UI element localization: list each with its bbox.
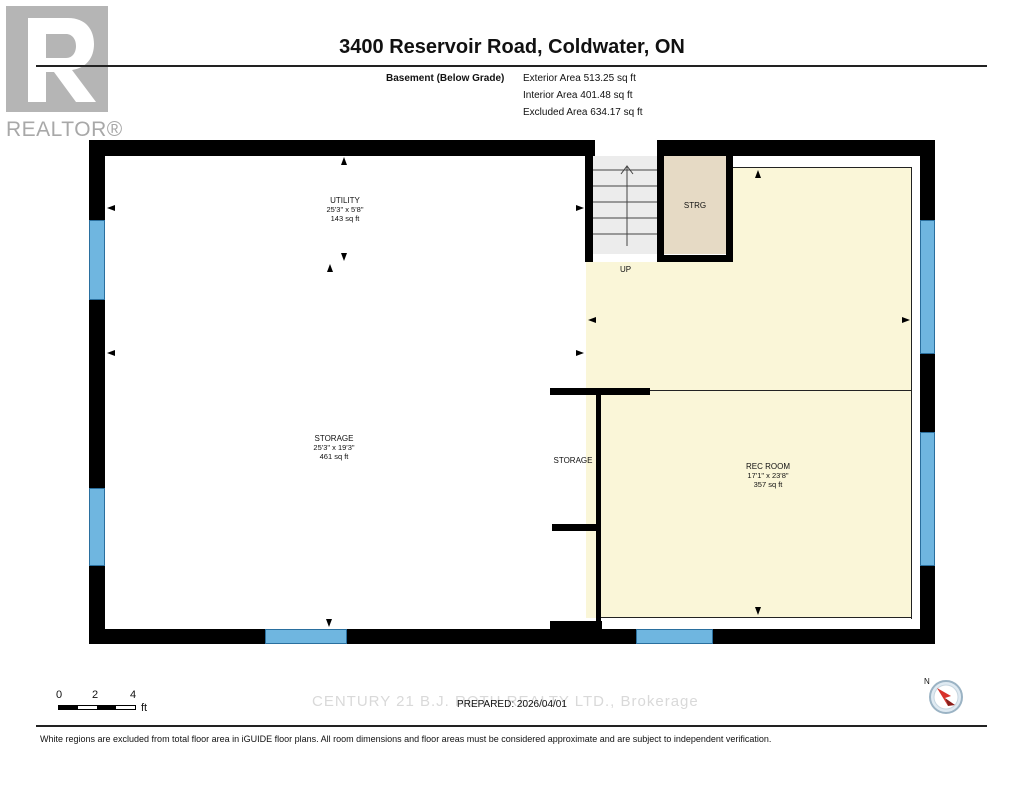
room-rec-room: REC ROOM 17'1" x 23'8" 357 sq ft [718,462,818,489]
wall-right-top [657,140,935,156]
dimension-arrow-icon [902,317,910,323]
wall-strg-bottom [657,255,733,262]
dimension-arrow-icon [588,317,596,323]
header-rule [36,65,987,67]
dimension-arrow-icon [107,205,115,211]
room-strg: STRG [670,201,720,210]
room-strg-name: STRG [683,201,707,210]
interior-area: Interior Area 401.48 sq ft [523,90,633,101]
strg-fill [664,156,726,254]
rec-room-upper-fill [732,168,912,268]
dimension-arrow-icon [326,619,332,627]
room-storage-small-name: STORAGE [553,456,593,465]
prepared-date: PREPARED: 2026/04/01 [457,699,567,710]
room-utility-dims: 25'3" x 5'8" [326,205,364,214]
window-right-upper [920,220,935,354]
wall-left [89,140,105,644]
room-storage-main-area: 461 sq ft [319,452,349,461]
dimension-arrow-icon [107,350,115,356]
page-title: 3400 Reservoir Road, Coldwater, ON [339,36,685,58]
wall-strg-left [657,140,664,262]
brokerage-watermark: CENTURY 21 B.J. ROTH REALTY LTD., Broker… [312,693,699,710]
dimension-arrow-icon [327,264,333,272]
compass-north-label: N [924,677,930,686]
dimension-arrow-icon [755,607,761,615]
dimension-arrow-icon [576,205,584,211]
room-storage-main-dims: 25'3" x 19'3" [313,443,355,452]
dimension-arrow-icon [755,170,761,178]
room-rec-room-name: REC ROOM [746,462,790,471]
compass-icon: N [922,676,966,716]
exterior-area: Exterior Area 513.25 sq ft [523,73,636,84]
room-utility: UTILITY 25'3" x 5'8" 143 sq ft [295,196,395,223]
wall-bottom [89,629,935,644]
footer-rule [36,725,987,727]
room-utility-area: 143 sq ft [330,214,360,223]
window-left-lower [89,488,105,566]
wall-right [920,140,935,644]
dimension-arrow-icon [341,253,347,261]
stairs [593,156,657,254]
realtor-logo-text: REALTOR® [6,118,123,141]
stairs-up-label: UP [620,265,632,274]
area-level-label: Basement (Below Grade) [386,73,505,84]
wall-utility-divider [585,140,593,262]
window-bottom-right [636,629,713,644]
room-rec-room-dims: 17'1" x 23'8" [747,471,789,480]
scale-bar: 0 2 4 ft [55,689,165,719]
window-bottom-left [265,629,347,644]
window-left-upper [89,220,105,300]
dimension-arrow-icon [576,350,584,356]
dimension-arrow-icon [341,157,347,165]
excluded-area: Excluded Area 634.17 sq ft [523,107,643,118]
wall-strg-right [726,152,733,262]
realtor-logo-mark [6,6,108,112]
rec-room-lower-fill [600,390,912,618]
rec-room-outline [732,167,912,619]
room-storage-main: STORAGE 25'3" x 19'3" 461 sq ft [284,434,384,461]
scale-tick-0: 0 [56,689,63,701]
scale-bar-graphic [58,705,136,710]
footer-disclaimer: White regions are excluded from total fl… [40,734,772,744]
room-storage-main-name: STORAGE [314,434,354,443]
scale-tick-2: 2 [92,689,99,701]
room-storage-small: STORAGE [548,456,598,465]
room-utility-name: UTILITY [330,196,360,205]
wall-left-top [89,140,595,156]
wall-storage-side [596,388,601,628]
wall-bottom-notch [550,621,602,633]
realtor-logo: REALTOR® [6,6,122,141]
wall-storage-bottom [552,524,600,531]
room-rec-room-area: 357 sq ft [753,480,783,489]
window-right-lower [920,432,935,566]
scale-tick-4: 4 [130,689,137,701]
scale-unit: ft [141,702,148,714]
